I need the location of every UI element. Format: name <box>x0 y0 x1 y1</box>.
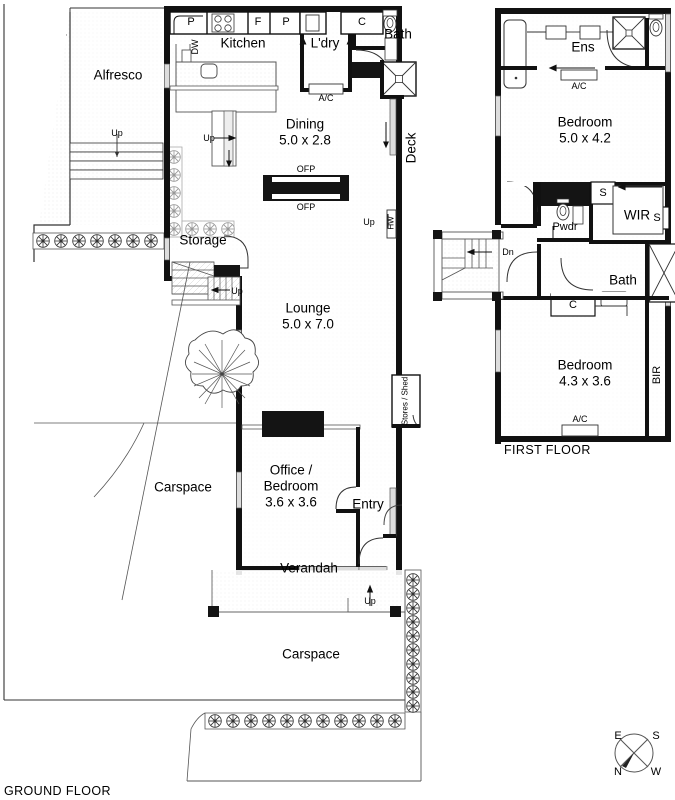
shrub-row-bottom <box>186 712 422 782</box>
laundry-area <box>299 11 354 95</box>
tree-icon <box>121 261 259 601</box>
entry-area <box>358 487 403 565</box>
shower-icon <box>381 61 417 97</box>
alfresco-steps <box>69 134 164 180</box>
compass-rose <box>614 733 654 773</box>
staircase-ground <box>171 261 241 306</box>
ground-bath-area <box>340 9 417 99</box>
shower-icon-bath <box>648 243 675 303</box>
toilet-icon-ensuite <box>648 13 664 37</box>
dining-area <box>211 110 349 201</box>
deck-area <box>383 98 421 428</box>
first-floor-plan <box>433 8 675 444</box>
shower-icon-ensuite <box>612 16 646 50</box>
toilet-icon-powder <box>556 198 570 221</box>
fireplace <box>263 175 349 201</box>
verandah-area <box>208 570 406 617</box>
carspace-boundaries <box>34 422 236 498</box>
powder-room <box>537 198 593 242</box>
first-floor-bath <box>537 240 675 317</box>
shrub-row-right <box>404 569 422 713</box>
cooktop-icon <box>211 13 235 33</box>
storage-stairs <box>171 235 249 306</box>
office-bedroom-area <box>241 411 361 567</box>
kitchen-area <box>169 11 301 113</box>
carspace-lower <box>404 612 406 710</box>
staircase-first-floor <box>433 230 504 301</box>
alfresco-area <box>33 12 164 262</box>
ensuite-fixtures <box>503 13 664 89</box>
toilet-icon <box>382 9 398 33</box>
shrub-row-left <box>32 232 165 250</box>
